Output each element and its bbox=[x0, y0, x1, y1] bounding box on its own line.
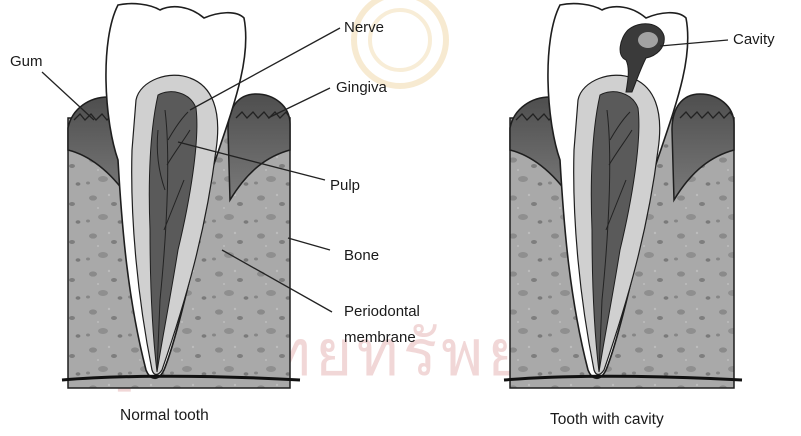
normal-tooth-illustration bbox=[62, 4, 300, 388]
label-bone: Bone bbox=[344, 247, 379, 264]
caption-normal-tooth: Normal tooth bbox=[120, 407, 209, 424]
label-gum: Gum bbox=[10, 53, 43, 70]
caption-tooth-with-cavity: Tooth with cavity bbox=[550, 411, 664, 428]
label-gingiva: Gingiva bbox=[336, 79, 388, 96]
label-periodontal: Periodontal bbox=[344, 303, 420, 320]
label-cavity: Cavity bbox=[733, 31, 775, 48]
label-pulp: Pulp bbox=[330, 177, 360, 194]
label-membrane: membrane bbox=[344, 329, 416, 346]
cavity-tooth-illustration bbox=[504, 4, 742, 388]
label-nerve: Nerve bbox=[344, 19, 384, 36]
